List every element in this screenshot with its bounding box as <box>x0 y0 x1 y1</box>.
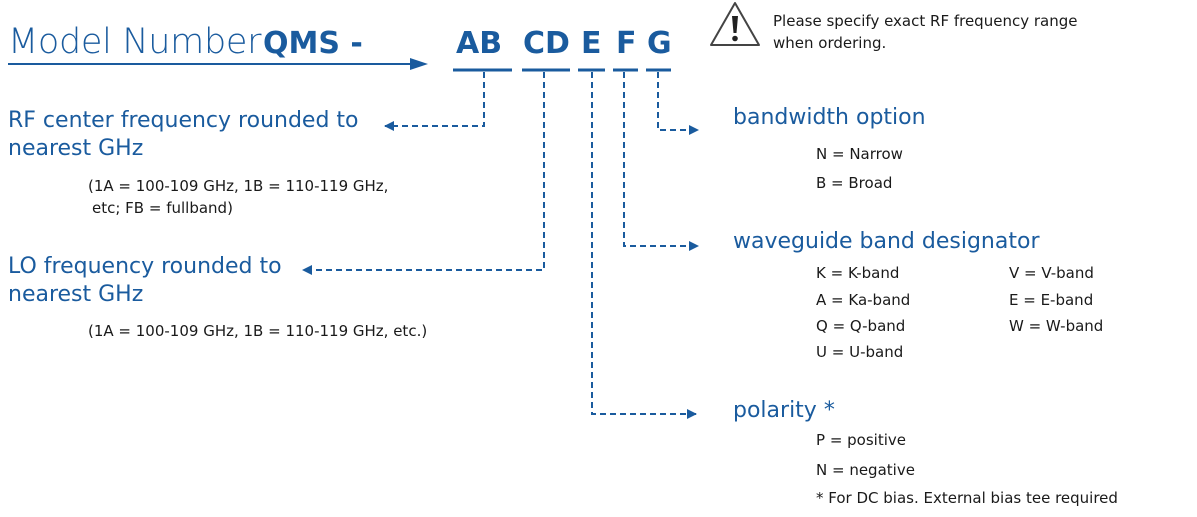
rf-heading-line1: RF center frequency rounded to <box>8 108 359 133</box>
rf-note: (1A = 100-109 GHz, 1B = 110-119 GHz, etc… <box>88 175 388 219</box>
code-f: F <box>616 26 637 61</box>
rf-heading: RF center frequency rounded to nearest G… <box>8 107 359 163</box>
title-arrow <box>8 58 428 70</box>
waveguide-option-v: V = V-band <box>1009 264 1094 282</box>
connector-e <box>591 72 697 419</box>
lo-heading: LO frequency rounded to nearest GHz <box>8 253 282 309</box>
model-number-label: Model Number <box>8 22 262 62</box>
waveguide-option-q: Q = Q-band <box>816 317 906 335</box>
lo-note: (1A = 100-109 GHz, 1B = 110-119 GHz, etc… <box>88 322 428 340</box>
polarity-footnote: * For DC bias. External bias tee require… <box>816 489 1118 507</box>
rf-heading-line2: nearest GHz <box>8 136 144 161</box>
connector-g <box>657 72 699 135</box>
code-g: G <box>647 26 672 61</box>
polarity-option-positive: P = positive <box>816 431 906 449</box>
connector-f <box>623 72 699 251</box>
rf-note-line1: (1A = 100-109 GHz, 1B = 110-119 GHz, <box>88 177 389 195</box>
waveguide-heading: waveguide band designator <box>733 229 1040 254</box>
connector-cd <box>302 72 545 275</box>
waveguide-option-k: K = K-band <box>816 264 900 282</box>
polarity-heading: polarity * <box>733 398 835 423</box>
polarity-option-negative: N = negative <box>816 461 915 479</box>
warning-text-line2: when ordering. <box>773 34 887 52</box>
waveguide-option-u: U = U-band <box>816 343 904 361</box>
code-ab: AB <box>456 26 503 61</box>
rf-note-line2: etc; FB = fullband) <box>92 199 233 217</box>
code-e: E <box>581 26 602 61</box>
model-series: QMS - <box>263 26 363 61</box>
connector-ab <box>384 72 485 131</box>
bandwidth-heading: bandwidth option <box>733 105 926 130</box>
bandwidth-option-narrow: N = Narrow <box>816 145 903 163</box>
bandwidth-option-broad: B = Broad <box>816 174 893 192</box>
code-cd: CD <box>523 26 570 61</box>
waveguide-option-ka: A = Ka-band <box>816 291 911 309</box>
warning-text-line1: Please specify exact RF frequency range <box>773 12 1078 30</box>
lo-heading-line1: LO frequency rounded to <box>8 254 282 279</box>
warning-triangle-icon <box>710 2 760 46</box>
waveguide-option-w: W = W-band <box>1009 317 1104 335</box>
waveguide-option-e: E = E-band <box>1009 291 1094 309</box>
warning-text: Please specify exact RF frequency range … <box>773 10 1077 54</box>
lo-heading-line2: nearest GHz <box>8 282 144 307</box>
